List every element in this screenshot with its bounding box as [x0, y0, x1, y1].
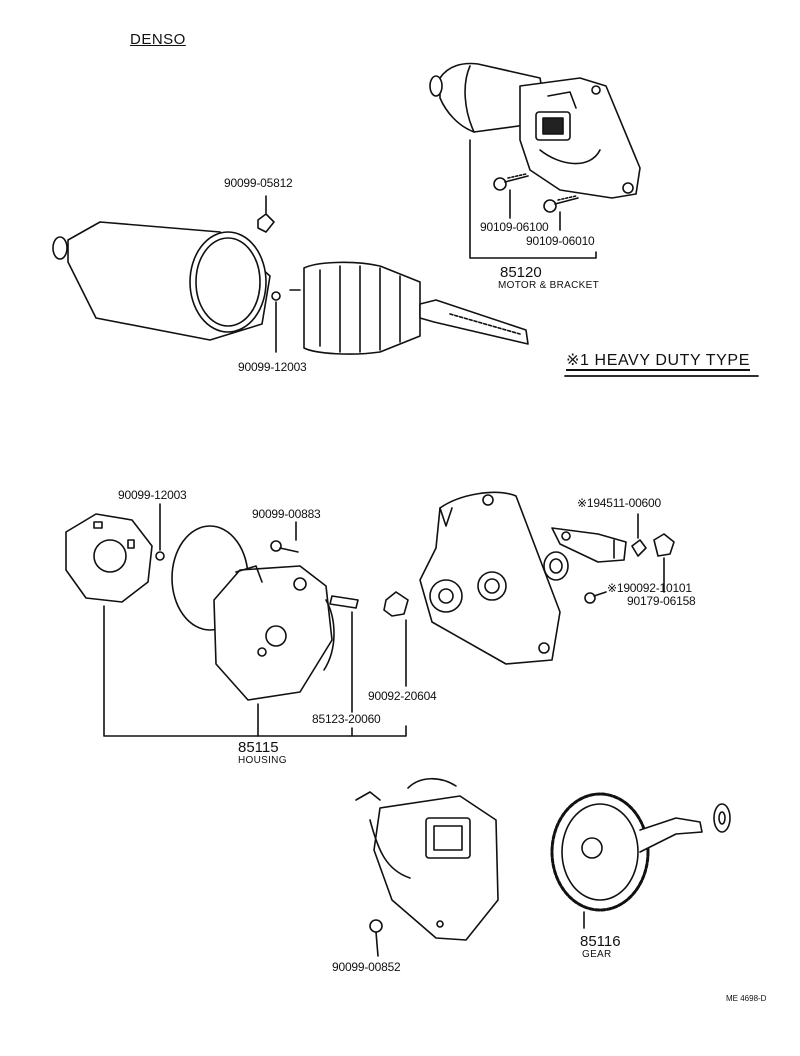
washer-terminal [631, 513, 647, 557]
bushing [543, 551, 569, 581]
gear-85116 [550, 792, 703, 929]
ball-90099-12003-top [271, 291, 281, 353]
part-number-stud: 85123-20060 [312, 712, 381, 726]
armature [289, 261, 529, 355]
bolt-190092-10101 [584, 591, 607, 604]
part-number-bolt-2: 90109-06010 [526, 234, 595, 248]
nut-90179-06158 [653, 533, 675, 593]
yoke-housing [52, 221, 271, 341]
part-number-bolt-3: ※190092-10101 [607, 581, 692, 595]
cap-nut-90099-05812 [257, 195, 275, 233]
housing-number: 85115 [238, 739, 279, 756]
housing-85115 [171, 525, 335, 701]
gear-number: 85116 [580, 933, 621, 950]
part-number-screw-2: 90099-00852 [332, 960, 401, 974]
motor-bracket-name: MOTOR & BRACKET [498, 280, 599, 291]
part-number-ball-2: 90099-12003 [118, 488, 187, 502]
brand-label: DENSO [130, 31, 186, 48]
field-plate [65, 513, 153, 603]
motor-bracket-number: 85120 [500, 264, 542, 281]
ball-90099-12003-mid [155, 503, 165, 561]
housing-name: HOUSING [238, 755, 287, 766]
part-number-bolt-1: 90109-06100 [480, 220, 549, 234]
part-number-nut: 90092-20604 [368, 689, 437, 703]
screw-90099-00883 [270, 521, 299, 553]
part-number-terminal: ※194511-00600 [577, 496, 661, 510]
stud-85123-20060 [329, 595, 359, 713]
end-bracket [419, 491, 561, 665]
motor-bracket-assembly [429, 62, 641, 199]
part-number-screw-1: 90099-00883 [252, 507, 321, 521]
part-number-ball-1: 90099-12003 [238, 360, 307, 374]
brush-holder-cover [355, 777, 499, 941]
nut-90092-20604 [383, 591, 409, 687]
gear-washer [713, 803, 731, 833]
terminal-plate [551, 527, 627, 563]
part-number-nut-2: 90179-06158 [627, 594, 696, 608]
bolt-90109-06010 [543, 195, 579, 213]
screw-90099-00852 [369, 919, 383, 957]
gear-name: GEAR [582, 949, 612, 960]
bolt-90109-06100 [493, 173, 529, 191]
part-number-cap-nut: 90099-05812 [224, 176, 293, 190]
drawing-code: ME 4698-D [726, 994, 767, 1003]
heavy-duty-note: ※1 HEAVY DUTY TYPE [566, 352, 750, 371]
